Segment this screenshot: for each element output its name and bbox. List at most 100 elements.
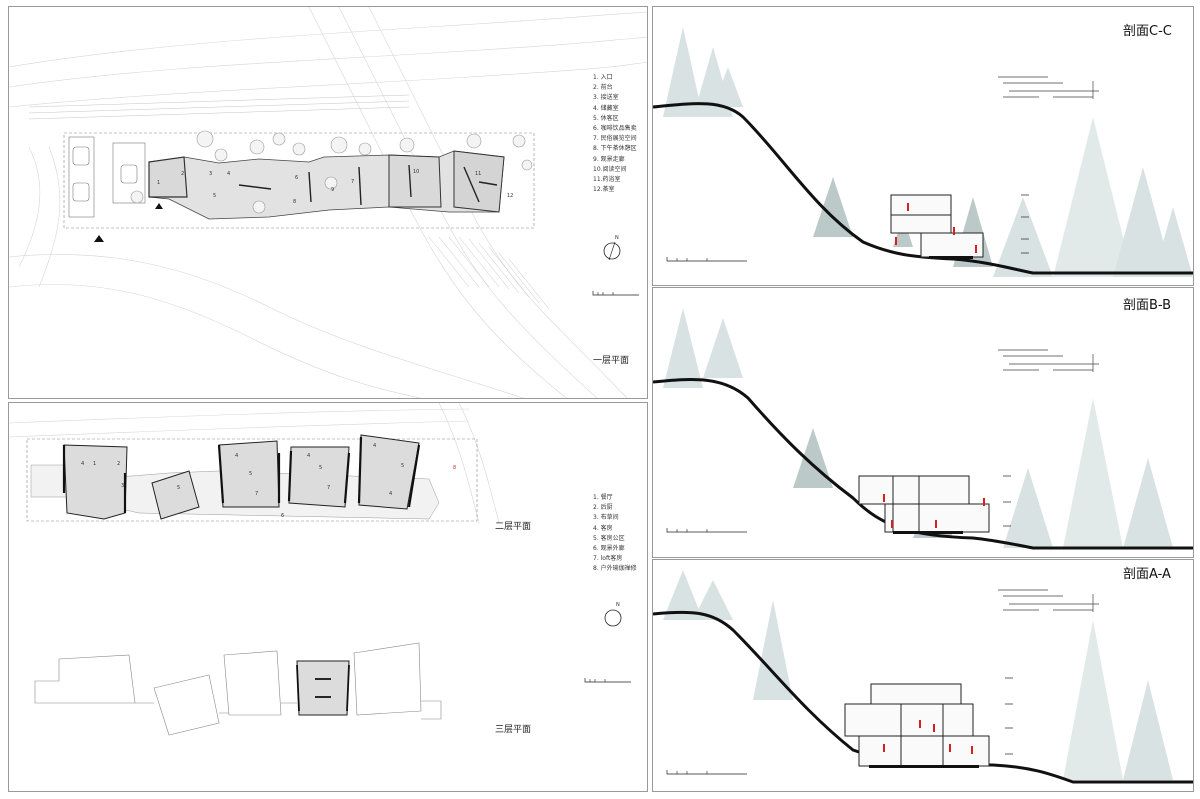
section-b-title: 剖面B-B [1123, 298, 1172, 313]
foundation-slab [929, 256, 973, 259]
legend-item: 6. 咖啡饮品售卖 [593, 124, 637, 132]
scale-bar [584, 678, 631, 683]
legend-item: 12.茶室 [593, 186, 615, 194]
floor2-legend: 1. 餐厅 2. 后厨 3. 布草间 4. 客房 5. 客房公区 6. 观景外廊… [593, 493, 637, 575]
room-number: 3 [121, 483, 124, 489]
key-plan [998, 589, 1099, 612]
legend-item: 3. 接送室 [593, 94, 619, 102]
parking-area [68, 136, 146, 218]
ground-line [653, 610, 1193, 784]
room-number: 2 [117, 461, 120, 467]
room-number: 6 [281, 513, 284, 519]
entry-marker-icon [94, 235, 104, 242]
compass-icon [604, 609, 622, 627]
floor2-room-numbers: 1 2 3 4 5 6 4 5 7 4 5 7 4 5 4 8 [81, 443, 456, 519]
section-b-panel: 剖面B-B [652, 287, 1194, 558]
ground-line [653, 377, 1193, 550]
section-a-drawing [653, 570, 1193, 784]
room-number: 11 [475, 171, 481, 177]
section-building [844, 683, 990, 767]
room-number: 7 [327, 485, 330, 491]
background-trees [663, 570, 1173, 780]
section-a-panel: 剖面A-A [652, 559, 1194, 792]
legend-item: 5. 客房公区 [593, 534, 625, 542]
floor3-outline [34, 642, 442, 736]
background-trees [663, 27, 1193, 277]
room-number: 4 [307, 453, 310, 459]
legend-item: 9. 观景走廊 [593, 155, 625, 163]
floor2-volumes [63, 434, 420, 520]
room-number: 5 [319, 465, 322, 471]
floor1-room-numbers: 1 2 3 4 5 6 7 8 9 10 11 12 [157, 169, 513, 205]
plan-trees [130, 130, 533, 214]
contour-lines [9, 403, 500, 524]
floor2-3-plan-drawing: 1 2 3 4 5 6 4 5 7 4 5 7 4 5 4 8 [9, 403, 631, 736]
scale-bar [666, 528, 747, 533]
site-boundary [26, 438, 478, 522]
room-number: 4 [235, 453, 238, 459]
legend-item: 11.药浴室 [593, 175, 621, 183]
floor1-plan-drawing: 1 2 3 4 5 6 7 8 9 10 11 12 N [9, 7, 647, 398]
floor3-volume [296, 660, 350, 716]
scale-bar [666, 770, 747, 775]
floor3-walls [296, 664, 350, 712]
legend-item: 1. 餐厅 [593, 494, 613, 501]
entry-marker-icon [155, 203, 163, 209]
room-number: 8 [453, 465, 456, 471]
room-number: 5 [177, 485, 180, 491]
background-trees [663, 308, 1173, 548]
room-number: 8 [293, 199, 296, 205]
room-number: 1 [157, 180, 160, 186]
room-number: 6 [295, 175, 298, 181]
legend-item: 2. 前台 [593, 84, 613, 92]
foundation-slab [869, 765, 979, 768]
legend-item: 7. 民俗展览空间 [593, 135, 637, 143]
scale-bar [666, 257, 747, 262]
level-markers [1021, 194, 1029, 254]
room-number: 4 [227, 171, 230, 177]
section-b-drawing [653, 308, 1193, 550]
foundation-slab [893, 531, 963, 534]
key-plan [998, 349, 1099, 372]
compass-north-label: N [615, 235, 619, 241]
legend-item: 4. 客房 [593, 524, 613, 532]
room-number: 1 [93, 461, 96, 467]
room-number: 2 [181, 171, 184, 177]
floor2-walls [62, 436, 421, 513]
legend-item: 3. 布草间 [593, 514, 619, 522]
section-building [858, 475, 990, 533]
human-figures [883, 720, 973, 754]
floor1-title: 一层平面 [593, 356, 630, 366]
legend-item: 4. 储藏室 [593, 104, 619, 112]
room-number: 3 [209, 171, 212, 177]
scale-bar [592, 291, 639, 296]
human-figures [883, 494, 985, 528]
room-number: 7 [351, 179, 354, 185]
legend-item: 10.阅读空间 [593, 165, 627, 173]
room-number: 5 [249, 471, 252, 477]
room-number: 9 [331, 187, 334, 193]
section-a-title: 剖面A-A [1123, 567, 1171, 582]
key-plan [998, 76, 1099, 99]
room-number: 7 [255, 491, 258, 497]
legend-item: 7. loft客房 [593, 555, 623, 563]
room-number: 4 [373, 443, 376, 449]
ground-line [653, 102, 1193, 275]
floor1-plan-panel: 1 2 3 4 5 6 7 8 9 10 11 12 N 1. 入口 2. 前台… [8, 6, 648, 399]
floor3-title: 三层平面 [495, 725, 532, 735]
legend-item: 5. 休客区 [593, 114, 619, 122]
room-number: 4 [389, 491, 392, 497]
section-c-title: 剖面C-C [1123, 24, 1172, 39]
floor2-3-plan-panel: 1 2 3 4 5 6 4 5 7 4 5 7 4 5 4 8 [8, 402, 648, 792]
floor1-legend: 1. 入口 2. 前台 3. 接送室 4. 储藏室 5. 休客区 6. 咖啡饮品… [593, 73, 637, 195]
site-boundary [63, 132, 535, 229]
floor2-title: 二层平面 [495, 522, 532, 532]
room-number: 5 [401, 463, 404, 469]
hatch-slope [28, 94, 550, 310]
legend-item: 2. 后厨 [593, 504, 613, 512]
room-number: 5 [213, 193, 216, 199]
room-number: 12 [507, 193, 513, 199]
human-figures [895, 203, 977, 253]
compass-north-label: N [616, 602, 620, 608]
section-c-drawing [653, 27, 1193, 277]
